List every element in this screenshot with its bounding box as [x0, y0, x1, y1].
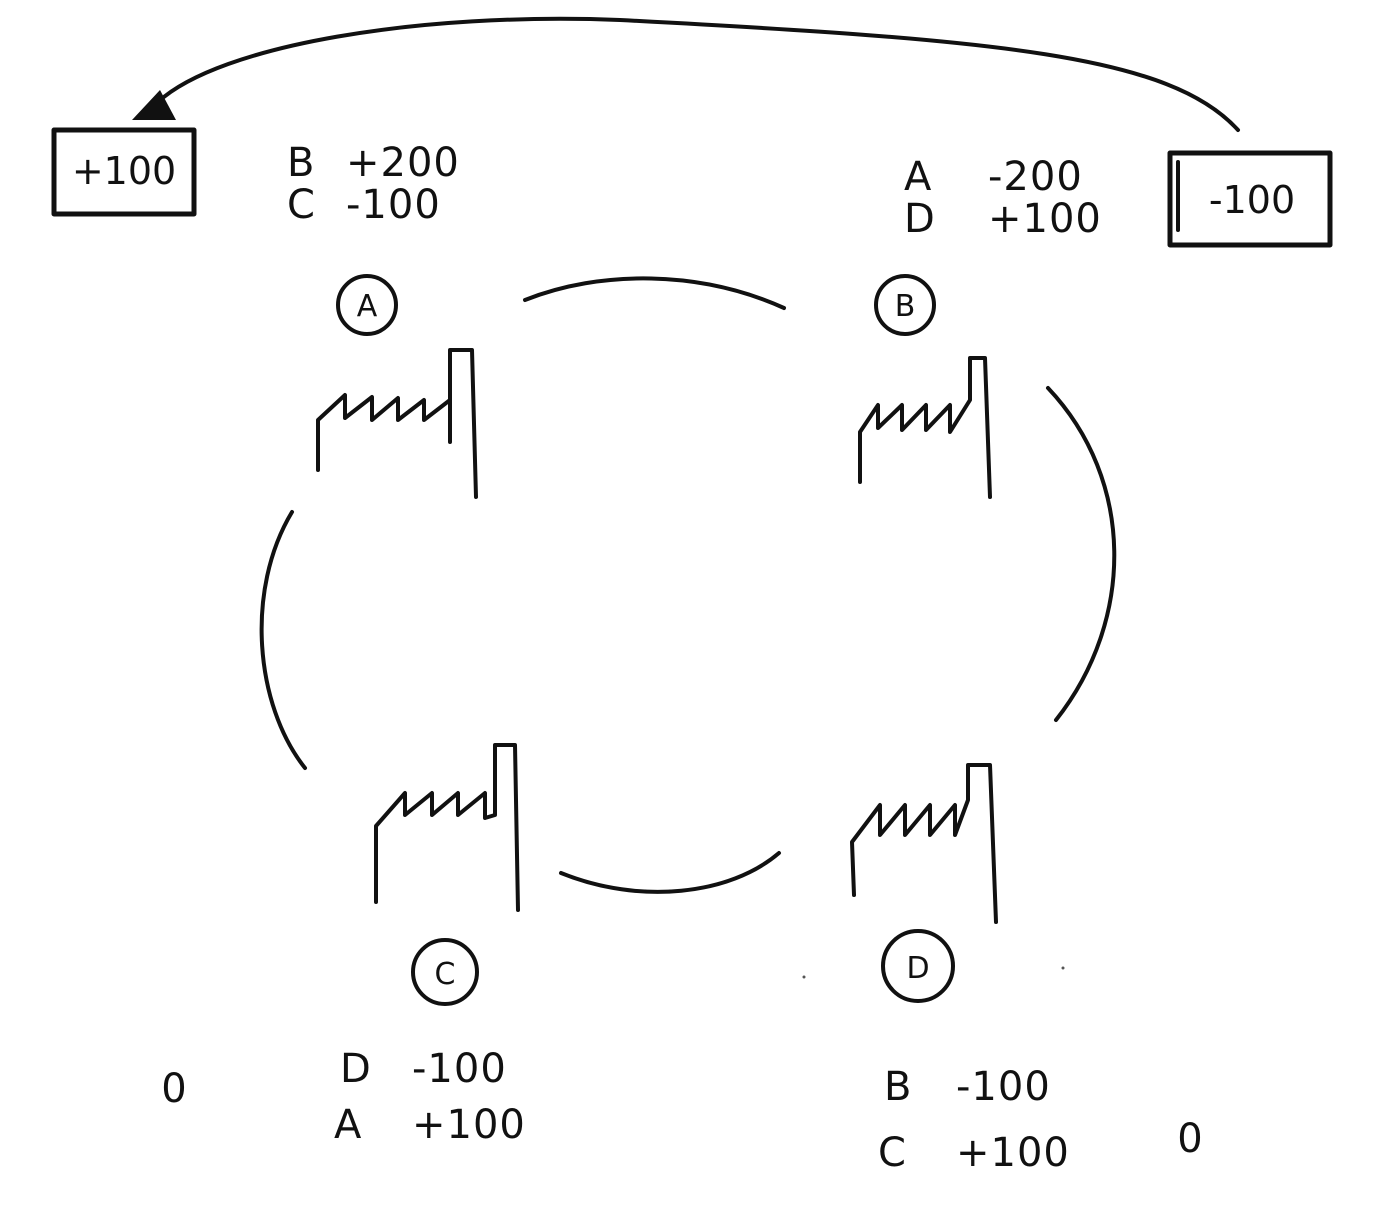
node-letter: C — [435, 957, 456, 992]
node-label-c: C — [411, 938, 479, 1006]
node-letter: A — [357, 289, 378, 324]
balance-amount: -100 — [956, 1064, 1051, 1110]
net-amount-d: 0 — [1177, 1116, 1202, 1162]
balance-party: D — [340, 1046, 372, 1092]
arrowhead-icon — [132, 90, 176, 120]
node-label-b: B — [874, 274, 936, 336]
node-label-d: D — [881, 929, 955, 1003]
balance-amount: +100 — [956, 1130, 1070, 1176]
balance-amount: +200 — [346, 140, 460, 186]
net-amount-a: +100 — [72, 149, 176, 193]
balance-list-c: D -100 A +100 — [334, 1046, 526, 1148]
net-amount-b: -100 — [1209, 178, 1295, 222]
balance-party: C — [878, 1130, 907, 1176]
connection-arc-left — [259, 510, 307, 770]
stray-dot — [802, 975, 806, 979]
balance-party: B — [884, 1064, 912, 1110]
balance-party: A — [904, 154, 932, 200]
balance-list-d: B -100 C +100 — [878, 1064, 1070, 1176]
balance-amount: +100 — [988, 196, 1102, 242]
net-transfer-arrow — [156, 16, 1240, 132]
balance-party: B — [287, 140, 315, 186]
factory-icon-b — [858, 356, 992, 499]
balance-amount: -100 — [346, 182, 441, 228]
balance-party: D — [904, 196, 936, 242]
connection-arc-right — [1046, 386, 1117, 722]
node-label-a: A — [336, 274, 398, 336]
balance-party: C — [287, 182, 316, 228]
balance-list-b: A -200 D +100 — [904, 154, 1102, 242]
factory-icon-d — [850, 763, 998, 924]
balance-amount: -200 — [988, 154, 1083, 200]
factory-icon-c — [374, 743, 520, 912]
net-amount-c: 0 — [161, 1066, 186, 1112]
node-letter: D — [906, 951, 929, 986]
connection-arc-bottom — [559, 851, 781, 894]
net-box-a: +100 — [51, 127, 197, 217]
balance-amount: -100 — [412, 1046, 507, 1092]
balance-party: A — [334, 1102, 362, 1148]
node-letter: B — [895, 289, 916, 324]
connection-arc-top — [523, 276, 786, 310]
factory-icon-a — [316, 348, 478, 499]
balance-list-a: B +200 C -100 — [287, 140, 460, 228]
stray-dot — [1061, 966, 1065, 970]
balance-amount: +100 — [412, 1102, 526, 1148]
net-box-b: -100 — [1167, 150, 1333, 248]
